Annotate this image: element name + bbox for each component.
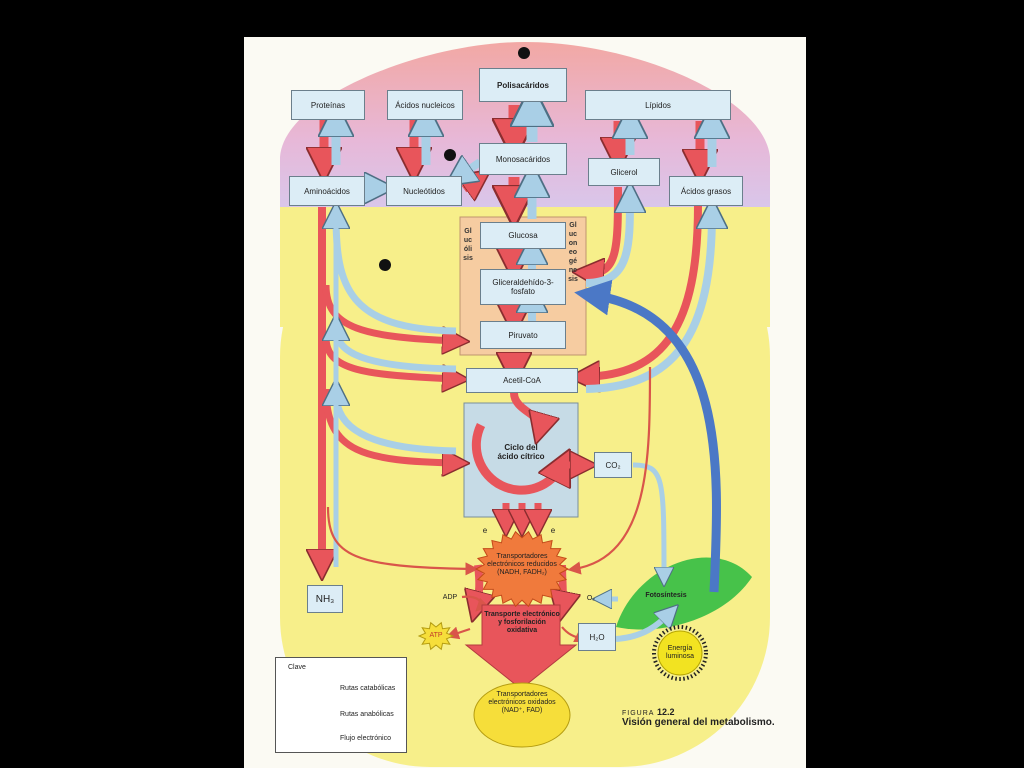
transporte-label: Transporte electrónico y fosforilación o…	[484, 611, 560, 634]
atp-burst	[417, 621, 455, 651]
legend-item: Rutas catabólicas	[340, 685, 396, 692]
black-dot	[444, 149, 456, 161]
proteinas-box: Proteínas	[291, 90, 365, 120]
gliceraldehido-box: Gliceraldehído-3-fosfato	[480, 269, 566, 305]
adp-label: ADP	[442, 594, 458, 601]
acidos-nucleicos-box: Ácidos nucleicos	[387, 90, 463, 120]
e-label-right: e	[550, 526, 556, 535]
co2-box: CO₂	[594, 452, 632, 478]
o2-label: O₂	[586, 595, 596, 602]
glicerol-box: Glicerol	[588, 158, 660, 186]
e-label-left: e	[482, 526, 488, 535]
glucosa-box: Glucosa	[480, 222, 566, 249]
lipidos-box: Lípidos	[585, 90, 731, 120]
figure-caption: FIGURA 12.2 Visión general del metabolis…	[622, 707, 802, 728]
acetil-coa-box: Acetil-CoA	[466, 368, 578, 393]
black-dot	[379, 259, 391, 271]
black-dot	[518, 47, 530, 59]
gluconeogenesis-label: Gluconeogénesis	[568, 222, 578, 283]
reduced-carriers-burst	[474, 530, 570, 608]
monosacaridos-box: Monosacáridos	[479, 143, 567, 175]
fotosintesis-label: Fotosíntesis	[645, 592, 687, 599]
anabolic-arrows	[336, 105, 712, 642]
atp-label: ATP	[429, 632, 443, 639]
h2o-box: H₂O	[578, 623, 616, 651]
legend-item: Flujo electrónico	[340, 735, 391, 742]
photosynthesis-return-arrow	[574, 279, 721, 593]
electron-transport-arrow	[464, 604, 578, 690]
figure-title: Visión general del metabolismo.	[622, 717, 775, 728]
legend-item: Rutas anabólicas	[340, 711, 394, 718]
energia-label: Energía luminosa	[665, 645, 694, 660]
diagram-page: Polisacáridos Proteínas Ácidos nucleicos…	[244, 37, 806, 768]
glucolisis-label: Glucólisis	[463, 228, 473, 262]
transportadores-reducidos-label: Transportadores electrónicos reducidos (…	[487, 553, 557, 576]
oxidized-carriers-ellipse	[473, 682, 571, 748]
aminoacidos-box: Aminoácidos	[289, 176, 365, 206]
nh3-box: NH₃	[307, 585, 343, 613]
sun-icon	[652, 625, 708, 681]
transportadores-oxidados-label: Transportadores electrónicos oxidados (N…	[488, 691, 556, 714]
polisacaridos-box: Polisacáridos	[479, 68, 567, 102]
figure-label: FIGURA	[622, 710, 655, 717]
legend: Clave Rutas catabólicas Rutas anabólicas…	[275, 657, 407, 753]
acidos-grasos-box: Ácidos grasos	[669, 176, 743, 206]
ciclo-label: Ciclo del ácido cítrico	[497, 443, 545, 461]
legend-title: Clave	[288, 664, 306, 671]
nucleotidos-box: Nucleótidos	[386, 176, 462, 206]
figure-number: 12.2	[657, 707, 675, 717]
piruvato-box: Piruvato	[480, 321, 566, 349]
